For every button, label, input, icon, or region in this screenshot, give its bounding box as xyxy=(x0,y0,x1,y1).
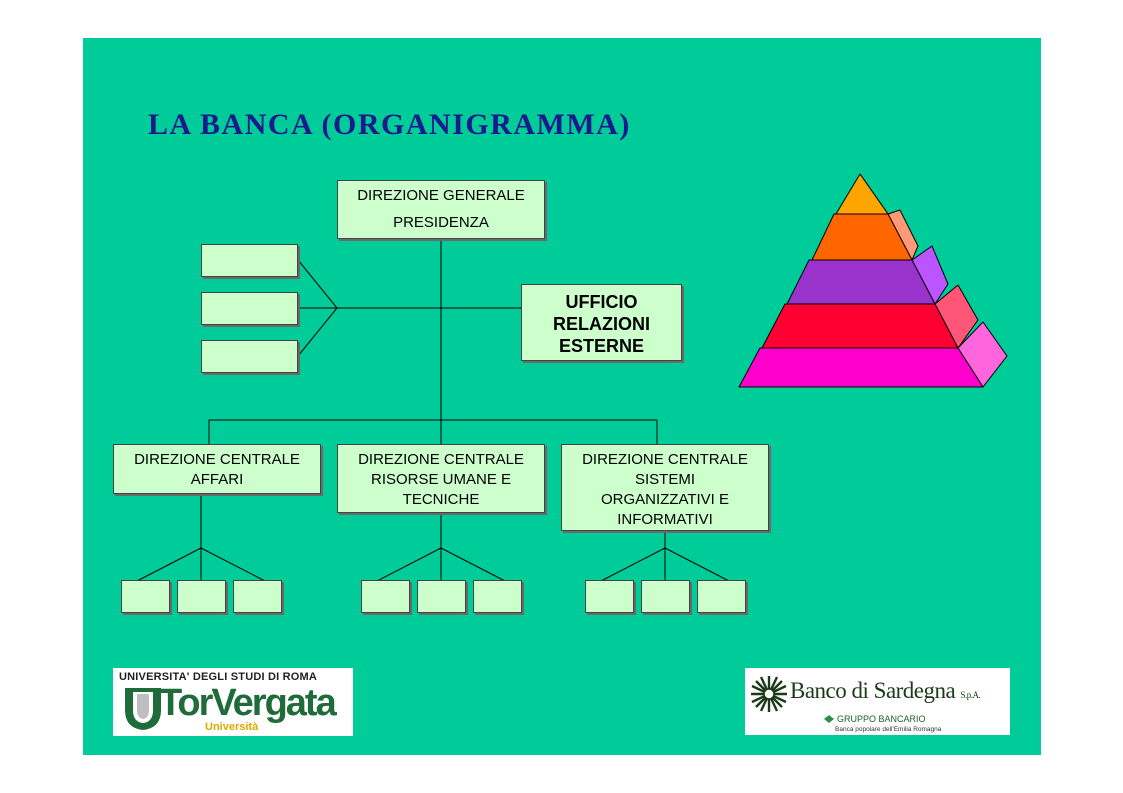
division-label: DIREZIONE CENTRALE xyxy=(358,451,524,468)
subunit-box xyxy=(233,580,282,613)
presidenza-label: PRESIDENZA xyxy=(393,214,489,231)
banco-name-text: Banco di Sardegna xyxy=(790,678,956,703)
division-label: DIREZIONE CENTRALE xyxy=(582,451,748,468)
division-label: DIREZIONE CENTRALE xyxy=(134,451,300,468)
pyramid-level-5 xyxy=(738,347,984,388)
staff-box-2 xyxy=(201,292,298,325)
banco-di-sardegna-logo: Banco di Sardegna S.p.A. GRUPPO BANCARIO… xyxy=(745,668,1010,735)
staff-box-3 xyxy=(201,340,298,373)
subunit-box xyxy=(585,580,634,613)
subunit-box xyxy=(473,580,522,613)
gruppo-leaf-icon xyxy=(824,715,834,723)
direzione-affari-box: DIREZIONE CENTRALE AFFARI xyxy=(113,444,321,494)
subunit-box xyxy=(121,580,170,613)
tor-vergata-university-text: UNIVERSITA' DEGLI STUDI DI ROMA xyxy=(119,671,318,683)
division-label: SISTEMI xyxy=(634,471,695,488)
division-label: AFFARI xyxy=(190,471,244,488)
esterne-label: ESTERNE xyxy=(558,336,645,356)
page-title: LA BANCA (ORGANIGRAMMA) xyxy=(148,108,631,141)
division-label: RISORSE UMANE E xyxy=(370,471,512,488)
universita-label: Università xyxy=(205,721,259,733)
tor-vergata-name: TorVergata xyxy=(159,682,337,724)
subunit-box xyxy=(361,580,410,613)
banco-suffix: S.p.A. xyxy=(960,690,981,700)
ufficio-relazioni-esterne-box: UFFICIO RELAZIONI ESTERNE xyxy=(521,284,682,361)
subunit-box xyxy=(641,580,690,613)
pyramid-level-4 xyxy=(761,303,959,349)
subunit-box xyxy=(697,580,746,613)
pyramid-level-1 xyxy=(835,173,889,215)
relazioni-label: RELAZIONI xyxy=(553,314,650,334)
division-label: ORGANIZZATIVI E xyxy=(600,491,730,508)
university-shield-icon xyxy=(125,688,161,730)
direzione-generale-label: DIREZIONE GENERALE xyxy=(357,187,525,204)
division-label: INFORMATIVI xyxy=(617,511,713,528)
ufficio-label: UFFICIO xyxy=(565,292,638,312)
subunit-box xyxy=(177,580,226,613)
direzione-risorse-umane-box: DIREZIONE CENTRALE RISORSE UMANE E TECNI… xyxy=(337,444,545,513)
subunit-box xyxy=(417,580,466,613)
division-label: TECNICHE xyxy=(402,491,480,508)
banco-name: Banco di Sardegna S.p.A. xyxy=(790,678,981,704)
tor-vergata-logo: UNIVERSITA' DEGLI STUDI DI ROMA TorVerga… xyxy=(113,668,353,736)
banca-popolare-text: Banca popolare dell'Emilia Romagna xyxy=(835,726,942,733)
pyramid-level-3 xyxy=(786,259,936,305)
slide-background xyxy=(83,38,1041,755)
gruppo-bancario-text: GRUPPO BANCARIO xyxy=(837,714,926,724)
direzione-generale-box: DIREZIONE GENERALE PRESIDENZA xyxy=(337,180,545,239)
staff-box-1 xyxy=(201,244,298,277)
direzione-sistemi-box: DIREZIONE CENTRALE SISTEMI ORGANIZZATIVI… xyxy=(561,444,769,531)
banco-emblem-icon xyxy=(751,676,787,712)
